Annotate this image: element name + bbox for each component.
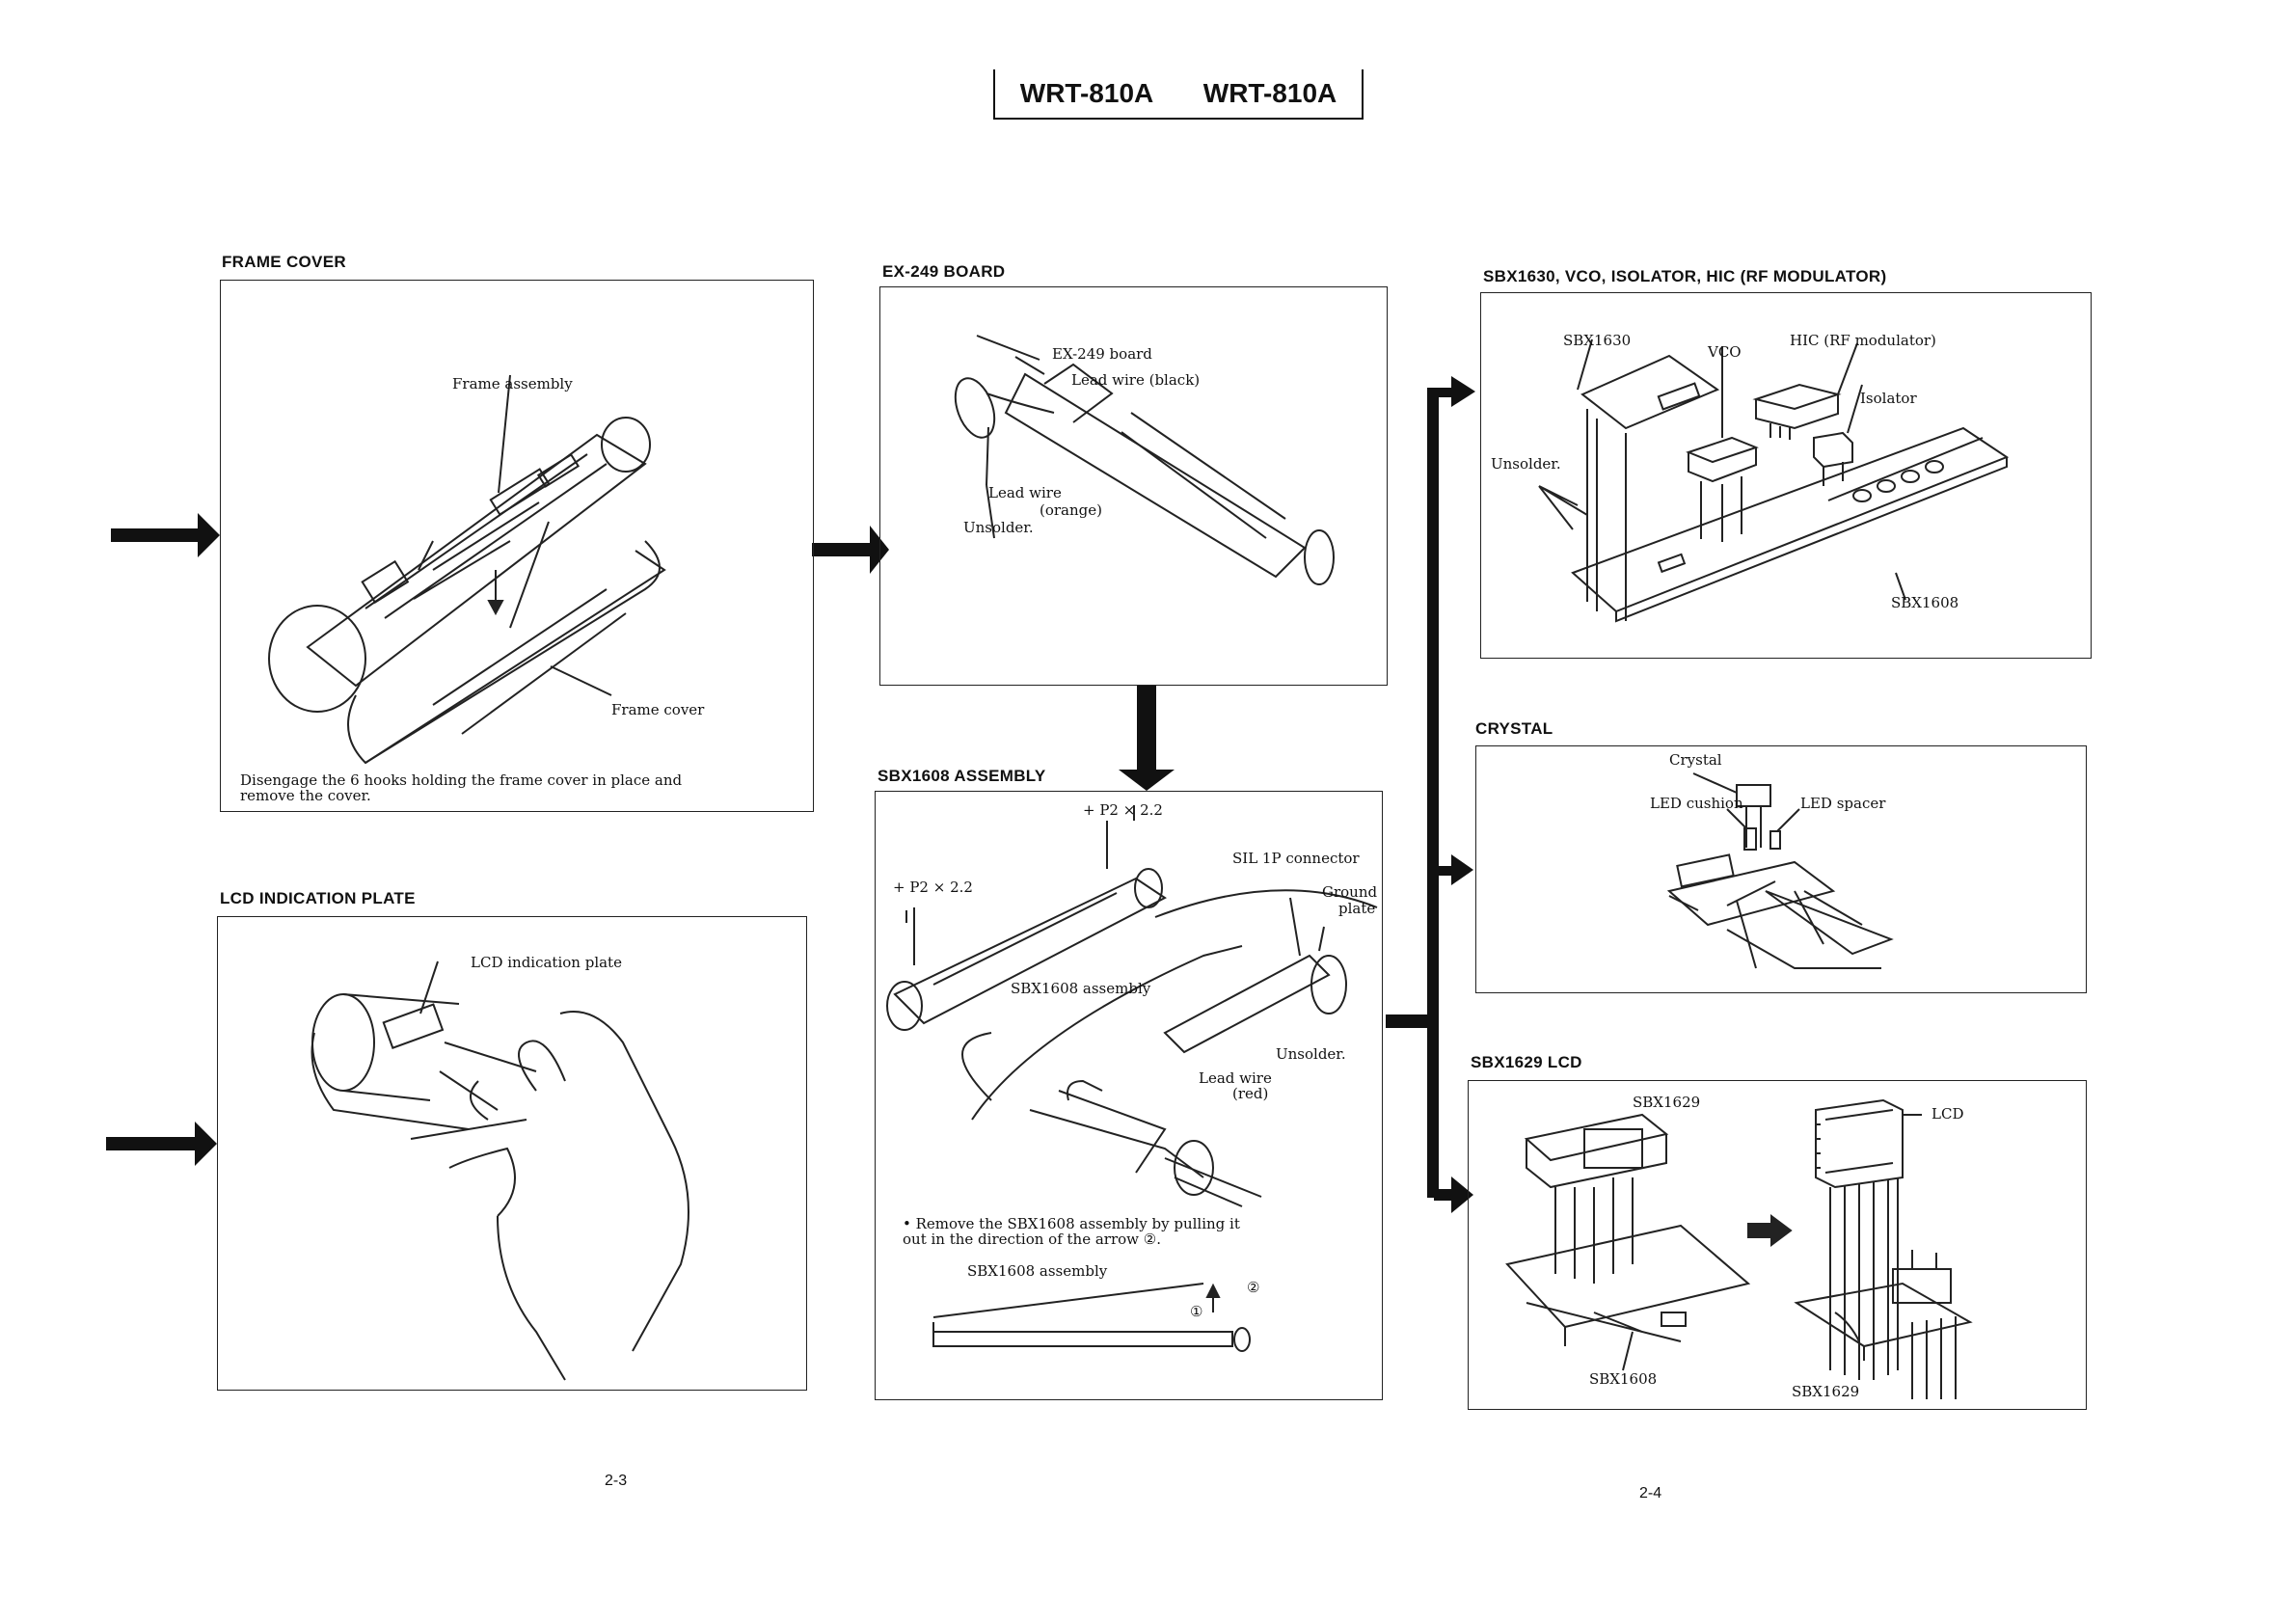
sbx1630-illustration	[1538, 338, 2010, 623]
page-header: WRT-810A WRT-810A	[993, 69, 1364, 120]
sbx1629-illustration	[1505, 1098, 1973, 1399]
frame-cover-panel: Frame assembly Frame cover Disengage the…	[220, 280, 814, 812]
arrow-to-lcd-plate	[106, 1122, 217, 1166]
ex249-title: EX-249 BOARD	[882, 262, 1006, 281]
frame-cover-illustration	[268, 374, 666, 765]
label-unsolder-sbx1630: Unsolder.	[1491, 455, 1561, 473]
frame-cover-note-line1: Disengage the 6 hooks holding the frame …	[240, 771, 683, 789]
arrow-ex249-to-sbx1608	[1119, 685, 1175, 791]
model-right: WRT-810A	[1202, 78, 1337, 108]
frame-cover-note: Disengage the 6 hooks holding the frame …	[240, 772, 682, 803]
label-sbx1629-bottom: SBX1629	[1792, 1383, 1860, 1400]
label-unsolder-sbx1608: Unsolder.	[1276, 1045, 1346, 1063]
label-frame-cover: Frame cover	[611, 701, 705, 718]
label-lead-orange-1: Lead wire	[988, 484, 1062, 501]
sbx1629-panel: SBX1629 LCD SBX1608 SBX1629	[1468, 1080, 2087, 1410]
label-frame-assembly: Frame assembly	[452, 375, 573, 392]
sbx1608-title: SBX1608 ASSEMBLY	[878, 767, 1046, 785]
label-sbx1629-top: SBX1629	[1633, 1094, 1701, 1111]
label-lead-red-1: Lead wire	[1199, 1069, 1272, 1087]
label-ex249-board: EX-249 board	[1052, 345, 1152, 363]
crystal-title: CRYSTAL	[1475, 719, 1553, 738]
label-led-cushion: LED cushion	[1650, 795, 1743, 812]
sbx1630-title: SBX1630, VCO, ISOLATOR, HIC (RF MODULATO…	[1483, 267, 1887, 285]
sbx1608-note: • Remove the SBX1608 assembly by pulling…	[903, 1216, 1240, 1247]
label-led-spacer: LED spacer	[1800, 795, 1886, 812]
label-lead-red-2: (red)	[1232, 1085, 1269, 1102]
label-ground-1: Ground	[1322, 883, 1378, 901]
lcd-plate-title: LCD INDICATION PLATE	[220, 889, 416, 907]
frame-cover-note-line2: remove the cover.	[240, 787, 371, 804]
sbx1608-panel: + P2 × 2.2 + P2 × 2.2 SIL 1P connector G…	[875, 791, 1383, 1400]
label-crystal: Crystal	[1669, 751, 1722, 769]
crystal-panel: Crystal LED cushion LED spacer	[1475, 745, 2087, 993]
arrow-frame-to-ex249	[812, 526, 889, 574]
page-number-left: 2-3	[605, 1473, 628, 1489]
sbx1608-note-line1: • Remove the SBX1608 assembly by pulling…	[903, 1215, 1240, 1232]
label-unsolder-ex249: Unsolder.	[963, 519, 1034, 536]
label-sbx1608-lcd: SBX1608	[1589, 1370, 1658, 1388]
lcd-plate-panel: LCD indication plate	[217, 916, 807, 1391]
label-sbx1630: SBX1630	[1563, 332, 1632, 349]
label-hic: HIC (RF modulator)	[1790, 332, 1936, 349]
sbx1608-illustration	[886, 805, 1378, 1352]
label-lead-orange-2: (orange)	[1040, 501, 1102, 519]
label-isolator: Isolator	[1860, 390, 1917, 407]
label-sbx1608-assembly-bottom: SBX1608 assembly	[967, 1262, 1108, 1280]
label-lead-black: Lead wire (black)	[1071, 371, 1201, 389]
label-arrow-1: ①	[1190, 1303, 1203, 1320]
label-vco: VCO	[1708, 343, 1742, 361]
page-number-right: 2-4	[1639, 1485, 1662, 1501]
sbx1630-panel: SBX1630 VCO HIC (RF modulator) Isolator …	[1480, 292, 2092, 659]
crystal-illustration	[1666, 772, 1894, 969]
frame-cover-title: FRAME COVER	[222, 253, 346, 271]
label-screw-left: + P2 × 2.2	[893, 879, 973, 896]
label-screw-top: + P2 × 2.2	[1083, 801, 1163, 819]
ex249-panel: EX-249 board Lead wire (black) Lead wire…	[879, 286, 1388, 686]
label-sbx1608-board: SBX1608	[1891, 594, 1959, 611]
arrow-to-frame-cover	[111, 513, 220, 557]
label-sbx1608-assembly: SBX1608 assembly	[1011, 980, 1151, 997]
ex249-illustration	[954, 335, 1335, 585]
label-sil-connector: SIL 1P connector	[1232, 850, 1360, 867]
arrow-bus-right	[1386, 376, 1475, 1213]
label-arrow-2: ②	[1247, 1279, 1260, 1296]
model-left: WRT-810A	[1019, 78, 1154, 108]
label-lcd: LCD	[1931, 1105, 1964, 1123]
label-lcd-indication-plate: LCD indication plate	[471, 954, 622, 971]
sbx1608-note-line2: out in the direction of the arrow ②.	[903, 1231, 1162, 1248]
label-ground-2: plate	[1338, 900, 1376, 917]
sbx1629-title: SBX1629 LCD	[1471, 1053, 1582, 1071]
lcd-plate-illustration	[311, 960, 689, 1381]
